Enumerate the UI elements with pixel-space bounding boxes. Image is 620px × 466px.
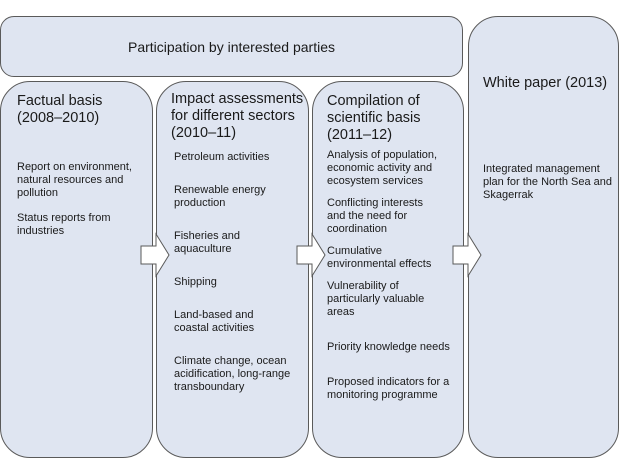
stage-item: Land-based and coastal activities — [174, 309, 255, 334]
arrow-right-icon — [140, 232, 170, 278]
stage-title: Factual basis (2008–2010) — [17, 93, 152, 127]
stage-title-line: (2008–2010) — [17, 110, 100, 126]
stage-title-line: scientific basis — [327, 110, 421, 126]
participation-bar: Participation by interested parties — [0, 16, 463, 77]
stage-title-line: Compilation of — [327, 93, 420, 109]
arrow-right-icon — [296, 232, 326, 278]
stage-title-line: (2010–11) — [171, 125, 237, 141]
stage-item: Climate change, ocean acidification, lon… — [174, 355, 291, 393]
arrow-right-icon — [452, 232, 482, 278]
stage-item: Integrated management plan for the North… — [483, 163, 613, 201]
stage-impact-assessments: Impact assessments for different sectors… — [156, 81, 309, 458]
stage-item: Priority knowledge needs — [327, 341, 450, 353]
stage-title-line: Impact assessments — [171, 91, 304, 107]
stage-factual-basis: Factual basis (2008–2010) Report on envi… — [0, 81, 153, 458]
stage-item: Report on environment, natural resources… — [17, 161, 132, 199]
stage-item: Renewable energy production — [174, 184, 266, 209]
stage-title-line: Factual basis — [17, 93, 103, 109]
stage-item: Cumulative environmental effects — [327, 245, 432, 270]
stage-title-line: (2011–12) — [327, 127, 393, 143]
stage-item: Status reports from industries — [17, 212, 111, 237]
stage-scientific-basis: Compilation of scientific basis (2011–12… — [312, 81, 464, 458]
stage-title-line: for different sectors — [171, 108, 295, 124]
stage-item: Fisheries and aquaculture — [174, 230, 241, 255]
stage-title: Impact assessments for different sectors… — [171, 91, 308, 142]
stage-title: Compilation of scientific basis (2011–12… — [327, 93, 463, 144]
stage-title-line: White paper (2013) — [483, 75, 608, 91]
stage-item: Analysis of population, economic activit… — [327, 149, 438, 187]
stage-white-paper: White paper (2013) Integrated management… — [468, 16, 619, 458]
stage-item: Proposed indicators for a monitoring pro… — [327, 376, 450, 401]
stage-item: Petroleum activities — [174, 151, 270, 163]
participation-label: Participation by interested parties — [128, 38, 335, 55]
stage-item: Vulnerability of particularly valuable a… — [327, 280, 425, 318]
stage-title: White paper (2013) — [483, 75, 618, 92]
stage-item: Shipping — [174, 276, 217, 288]
stage-item: Conflicting interests and the need for c… — [327, 197, 423, 235]
